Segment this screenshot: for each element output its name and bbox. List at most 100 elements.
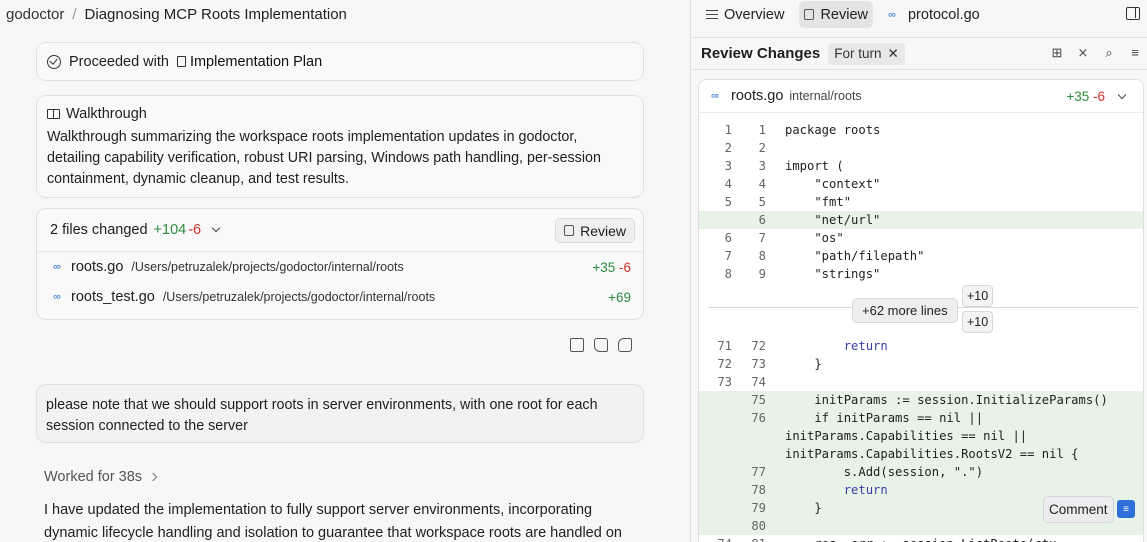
diff-line[interactable]: initParams.Capabilities.RootsV2 == nil { [699,445,1143,463]
tab-overview[interactable]: Overview [701,1,789,28]
diff-file-name: roots.go [731,88,784,104]
chevron-down-icon[interactable] [1117,90,1127,100]
tab-overview-label: Overview [724,6,785,23]
filter-pill[interactable]: For turn ✕ [828,42,905,65]
menu-icon[interactable]: ≡ [1131,45,1139,60]
old-line-number: 4 [724,177,732,191]
user-message: please note that we should support roots… [36,384,644,443]
diff-line[interactable]: 77 s.Add(session, ".") [699,463,1143,481]
close-icon[interactable]: ✕ [887,45,899,61]
new-line-number: 72 [751,339,766,353]
diff-line[interactable]: 80 [699,517,1143,535]
diff-line[interactable]: 79 } [699,499,1143,517]
old-line-number: 5 [724,195,732,209]
walkthrough-title: Walkthrough [66,106,147,122]
old-line-number: 72 [717,357,732,371]
tab-protocol-go[interactable]: ∞ protocol.go [883,1,985,28]
document-icon [176,55,186,67]
copy-icon[interactable] [570,338,584,352]
message-actions [570,338,632,352]
proceeded-card: Proceeded with Implementation Plan [36,42,644,81]
diff-line[interactable]: 71 72 return [699,337,1143,355]
walkthrough-card[interactable]: Walkthrough Walkthrough summarizing the … [36,95,644,198]
chevron-down-icon[interactable] [211,223,221,233]
old-line-number: 71 [717,339,732,353]
new-line-number: 81 [737,535,766,542]
files-removed-count: -6 [188,222,202,238]
files-added-count: +104 [153,222,187,238]
diff-line[interactable]: 78 return [699,481,1143,499]
new-line-number: 4 [758,177,766,191]
new-line-number: 76 [751,411,766,425]
diff-line[interactable]: 7481 res, err := session.ListRoots(ctx, [699,535,1143,542]
collapse-icon[interactable]: ⨯ [1077,45,1089,60]
file-added: +69 [608,289,631,305]
search-icon[interactable]: ⌕ [1105,45,1113,60]
conversation-title: Diagnosing MCP Roots Implementation [84,6,347,23]
chat-pane: godoctor / Diagnosing MCP Roots Implemen… [0,0,690,542]
old-line-number: 74 [699,535,732,542]
review-pane: Overview Review ∞ protocol.go Review Cha… [690,0,1147,542]
old-line-number: 6 [724,231,732,245]
more-lines-button[interactable]: +62 more lines [852,298,958,323]
file-path: /Users/petruzalek/projects/godoctor/inte… [162,290,436,304]
files-changed-card: 2 files changed +104-6 Review ∞ roots.go… [36,208,644,320]
new-line-number: 1 [758,123,766,137]
files-changed-header[interactable]: 2 files changed +104-6 Review [37,209,643,252]
file-removed: -6 [618,259,631,275]
expand-up-button[interactable]: +10 [962,285,994,307]
code-text: return [785,339,888,353]
new-line-number: 74 [751,375,766,389]
breadcrumb: godoctor / Diagnosing MCP Roots Implemen… [6,6,347,23]
layout-icon[interactable]: ⊞ [1051,45,1063,60]
review-button[interactable]: Review [555,218,635,243]
comment-button[interactable]: Comment [1043,496,1114,523]
old-line-number: 8 [724,267,732,281]
diff-line[interactable]: 76 if initParams == nil || [699,409,1143,427]
new-line-number: 78 [751,483,766,497]
diff-line[interactable]: 6 "net/url" [699,211,1143,229]
worked-toggle[interactable]: Worked for 38s [44,469,158,485]
code-text: initParams.Capabilities == nil || [785,429,1028,443]
review-doc-icon [804,9,815,20]
new-line-number: 3 [758,159,766,173]
link-icon: ∞ [53,261,61,273]
plan-link[interactable]: Implementation Plan [176,54,322,70]
file-row[interactable]: ∞ roots_test.go /Users/petruzalek/projec… [37,282,643,312]
code-text: "os" [785,231,844,245]
code-text: "path/filepath" [785,249,925,263]
expand-down-button[interactable]: +10 [962,311,994,333]
code-text: return [785,483,888,497]
code-text: "fmt" [785,195,852,209]
diff-line[interactable]: initParams.Capabilities == nil || [699,427,1143,445]
diff-file-header[interactable]: ∞ roots.go internal/roots +35 -6 [699,80,1143,113]
assistant-response: I have updated the implementation to ful… [44,502,622,541]
thumbs-up-icon[interactable] [594,338,608,352]
add-comment-icon[interactable]: ≡ [1117,500,1135,518]
review-icon [564,225,575,236]
filter-pill-label: For turn [834,46,882,61]
diff-line[interactable]: 75 initParams := session.InitializeParam… [699,391,1143,409]
link-icon: ∞ [53,291,61,303]
breadcrumb-separator: / [72,6,77,23]
link-icon: ∞ [711,90,719,102]
thumbs-down-icon[interactable] [618,338,632,352]
tab-review[interactable]: Review [799,1,873,28]
link-icon: ∞ [887,8,896,21]
file-row[interactable]: ∞ roots.go /Users/petruzalek/projects/go… [37,252,643,282]
code-text: "strings" [785,267,881,281]
breadcrumb-project[interactable]: godoctor [6,6,65,23]
toggle-panel-icon[interactable] [1126,7,1140,20]
